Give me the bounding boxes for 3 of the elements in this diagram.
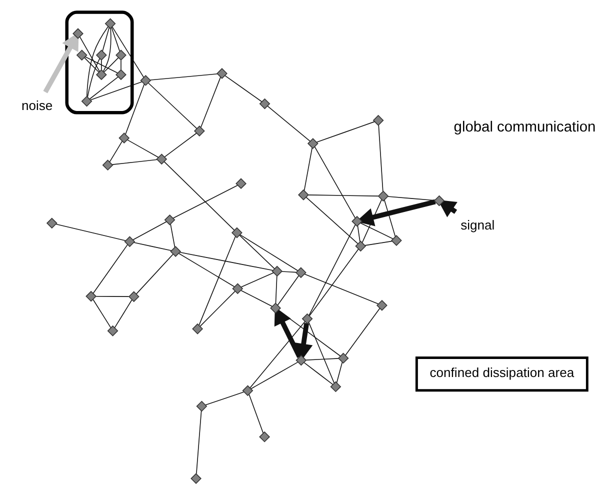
label: global communication	[453, 118, 596, 135]
node-text: signal	[460, 217, 494, 232]
node-text: noise	[20, 98, 52, 113]
